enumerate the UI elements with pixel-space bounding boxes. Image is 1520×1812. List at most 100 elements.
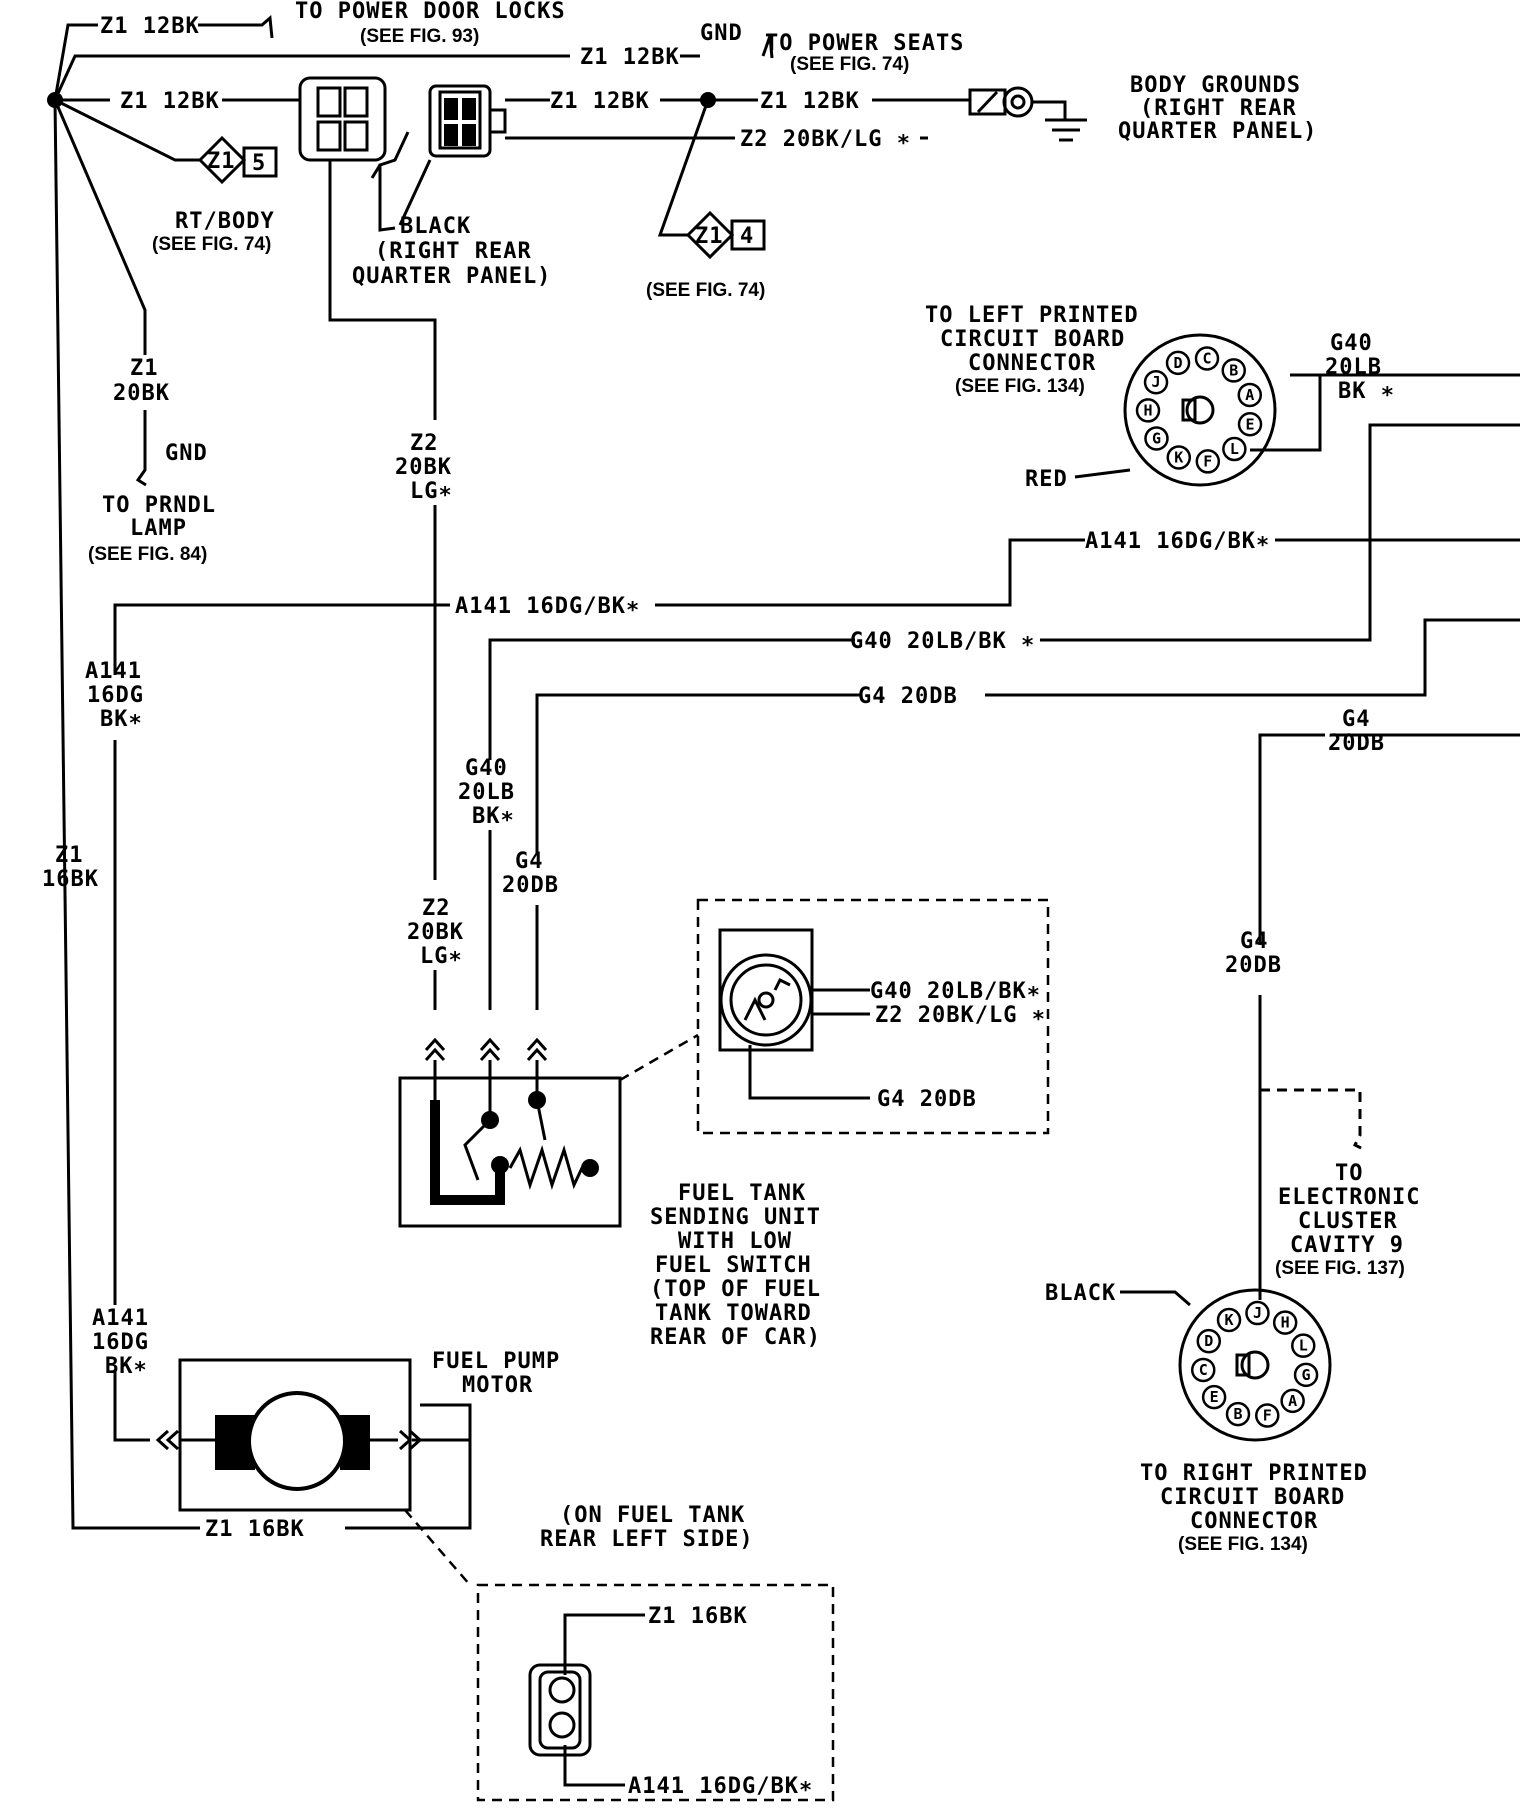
label-a141-left-1: A141 <box>85 659 142 684</box>
label-g40-right-1: G40 <box>1330 331 1373 356</box>
connector-pin <box>1237 382 1263 408</box>
label-a141-right: A141 16DG/BK∗ <box>1085 529 1270 554</box>
connector-pin <box>1201 1384 1227 1410</box>
label-see-fig-74-seats: (SEE FIG. 74) <box>790 54 909 75</box>
label-right-pcb-2: CIRCUIT BOARD <box>1160 1485 1345 1510</box>
label-z1-12bk-seats: Z1 12BK <box>580 45 680 70</box>
label-see-fig-74-splice: (SEE FIG. 74) <box>646 280 765 301</box>
label-left-pcb-2: CIRCUIT BOARD <box>940 327 1125 352</box>
label-body-grounds-3: QUARTER PANEL) <box>1118 119 1317 144</box>
label-z1-20bk-2: 20BK <box>113 381 170 406</box>
connector-pin-label: A <box>1288 1392 1297 1410</box>
label-z1-12bk-top: Z1 12BK <box>100 14 200 39</box>
label-z1-12bk-mid: Z1 12BK <box>550 89 650 114</box>
label-a141-pump-2: 16DG <box>92 1330 149 1355</box>
label-z2-upper-2: 20BK <box>395 455 452 480</box>
label-g40-vert-1: G40 <box>465 756 508 781</box>
connector-pin-label: E <box>1210 1388 1219 1406</box>
connector-pin-label: L <box>1230 440 1239 458</box>
fuel-pump-motor <box>178 1358 471 1586</box>
connector-pin <box>1225 1401 1251 1427</box>
label-sending-4: FUEL SWITCH <box>655 1253 812 1278</box>
label-z1-16bk-left-1: Z1 <box>55 843 84 868</box>
label-g4-right-1: G4 <box>1342 707 1371 732</box>
label-right-pcb-3: CONNECTOR <box>1190 1509 1318 1534</box>
connector-pin-label: F <box>1203 452 1212 470</box>
connector-pin <box>1237 412 1263 437</box>
connector-pin <box>1272 1310 1298 1335</box>
z1-splice-junction <box>700 92 716 108</box>
connector-pin <box>1166 445 1192 470</box>
splice-4: Z1 4 <box>685 210 766 260</box>
label-to-power-seats: TO POWER SEATS <box>765 31 964 56</box>
connector-pin-label: G <box>1302 1366 1311 1384</box>
fuel-tank-sending-unit <box>398 1033 699 1228</box>
label-to-power-door-locks: TO POWER DOOR LOCKS <box>295 0 566 24</box>
label-on-fuel-tank-1: (ON FUEL TANK <box>560 1503 745 1528</box>
label-cluster-1: TO <box>1335 1161 1364 1186</box>
label-inset-z2: Z2 20BK/LG ∗ <box>875 1003 1046 1028</box>
label-sending-6: TANK TOWARD <box>655 1301 812 1326</box>
label-sending-2: SENDING UNIT <box>650 1205 821 1230</box>
label-a141-pump-1: A141 <box>92 1306 149 1331</box>
label-gnd-seats: GND <box>700 21 743 46</box>
connector-pin <box>1293 1362 1319 1388</box>
label-gnd-prndl: GND <box>165 441 208 466</box>
connector-pin <box>1144 426 1169 451</box>
label-inset2-a141: A141 16DG/BK∗ <box>628 1774 813 1799</box>
connector-pin <box>1280 1388 1305 1414</box>
connector-pin <box>1165 350 1191 376</box>
label-a141-mid: A141 16DG/BK∗ <box>455 594 640 619</box>
label-inset2-z1: Z1 16BK <box>648 1604 748 1629</box>
label-g4-vert-1: G4 <box>515 849 544 874</box>
connector-pin-label: C <box>1202 349 1211 367</box>
label-black-3: QUARTER PANEL) <box>352 264 551 289</box>
connector-pin-label: E <box>1245 415 1254 433</box>
connector-pin-label: K <box>1224 1311 1233 1329</box>
label-a141-left-3: BK∗ <box>100 707 143 732</box>
label-cluster-5: (SEE FIG. 137) <box>1275 1258 1405 1279</box>
label-rt-body: RT/BODY <box>175 209 275 234</box>
connector-pin-label: B <box>1233 1405 1242 1423</box>
label-on-fuel-tank-2: REAR LEFT SIDE) <box>540 1527 754 1552</box>
label-cluster-4: CAVITY 9 <box>1290 1233 1404 1258</box>
svg-text:Z1: Z1 <box>207 149 236 174</box>
label-a141-left-2: 16DG <box>87 683 144 708</box>
label-g4-right-2: 20DB <box>1328 731 1385 756</box>
label-g4-vert-2: 20DB <box>502 873 559 898</box>
wires <box>53 14 1520 1530</box>
label-z1-16bk-bottom: Z1 16BK <box>205 1517 305 1542</box>
label-right-pcb-4: (SEE FIG. 134) <box>1178 1534 1308 1555</box>
label-g40-vert-2: 20LB <box>458 780 515 805</box>
connector-pin-label: H <box>1143 401 1152 419</box>
label-z2-lower-2: 20BK <box>407 920 464 945</box>
connector-pin-label: H <box>1281 1314 1290 1332</box>
connector-pin-label: K <box>1174 448 1183 466</box>
connector-pin <box>1291 1333 1316 1358</box>
label-z1-12bk-right: Z1 12BK <box>760 89 860 114</box>
label-black-right: BLACK <box>1045 1281 1116 1306</box>
label-z1-12bk-left: Z1 12BK <box>120 89 220 114</box>
label-z2-lower-3: LG∗ <box>420 944 463 969</box>
black-quarter-panel-connector <box>298 76 507 232</box>
connector-pin-label: A <box>1245 386 1254 404</box>
svg-text:Z1: Z1 <box>695 224 724 249</box>
connector-pin-label: C <box>1199 1361 1208 1379</box>
label-z1-20bk-1: Z1 <box>130 356 159 381</box>
sending-unit-connector-inset <box>696 898 1050 1135</box>
fuel-pump-connector-inset <box>476 1583 835 1802</box>
label-left-pcb-1: TO LEFT PRINTED <box>925 303 1139 328</box>
label-z2-20bk-lg: Z2 20BK/LG ∗ <box>740 127 911 152</box>
label-see-fig-74-rt: (SEE FIG. 74) <box>152 234 271 255</box>
label-to-prndl-1: TO PRNDL <box>102 493 216 518</box>
label-z2-upper-3: LG∗ <box>410 479 453 504</box>
label-cluster-3: CLUSTER <box>1298 1209 1398 1234</box>
connector-pin <box>1216 1307 1242 1333</box>
label-black-2: (RIGHT REAR <box>375 239 532 264</box>
label-g40-right-2: 20LB <box>1325 355 1382 380</box>
label-fuel-pump-1: FUEL PUMP <box>432 1349 560 1374</box>
label-cluster-2: ELECTRONIC <box>1278 1185 1420 1210</box>
label-left-pcb-3: CONNECTOR <box>968 351 1096 376</box>
